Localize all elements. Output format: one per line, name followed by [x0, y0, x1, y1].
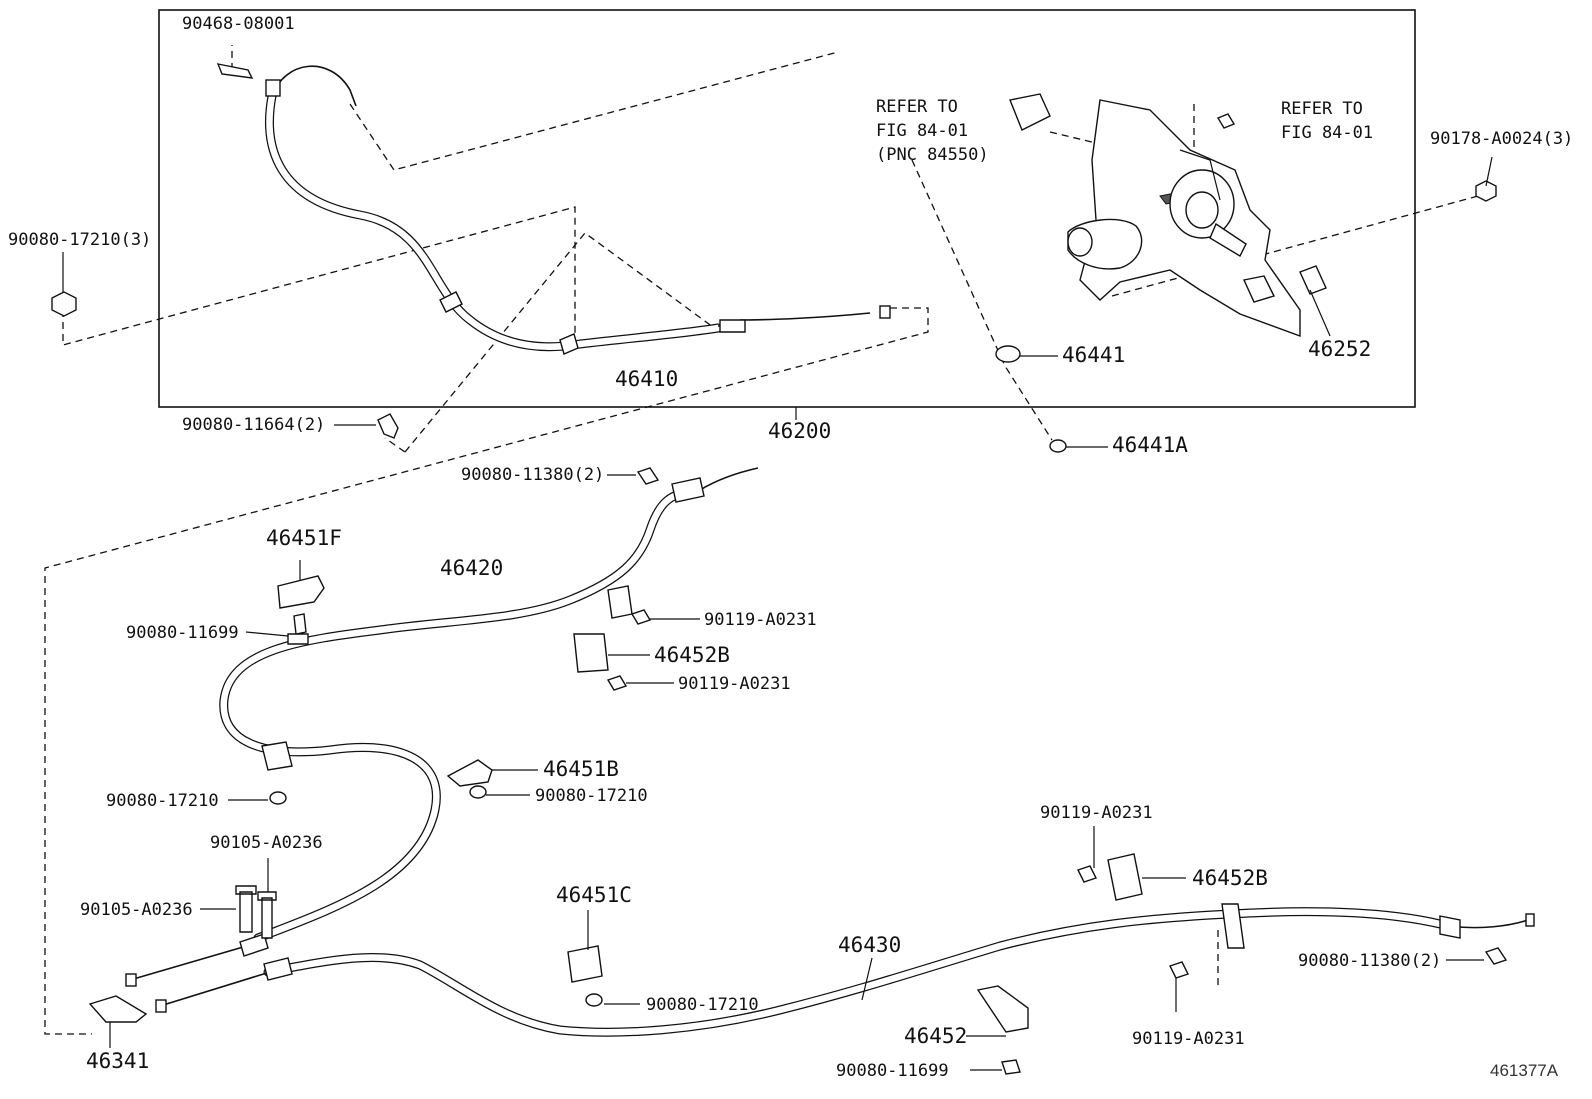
parking-brake-pedal-assembly: [1067, 99, 1327, 338]
bracket-upper-clip: [607, 585, 633, 619]
bolt-90105-a0236-b: [257, 891, 277, 939]
nut-90080-17210-a: [269, 791, 287, 805]
bolt-refer-fig: [1216, 113, 1236, 129]
assembly-frame-46200: [158, 9, 1416, 408]
bolt-90119-a0231-a: [630, 609, 652, 625]
label-90080-11699-top: 90080-11699: [126, 623, 239, 643]
label-46341: 46341: [86, 1049, 149, 1073]
label-refer-to-1: REFER TO: [876, 97, 958, 117]
label-46441a: 46441A: [1112, 433, 1188, 457]
label-90080-11664-2: 90080-11664(2): [182, 415, 325, 435]
cable-46410: [265, 65, 891, 355]
label-90119-a0231-b: 90119-A0231: [678, 674, 791, 694]
clip-90468-08001: [216, 63, 254, 79]
clamp-46452b-top: [573, 633, 609, 673]
label-46451f: 46451F: [266, 526, 342, 550]
label-fig-84-01-1: FIG 84-01: [876, 121, 968, 141]
cable-46430: [155, 907, 1535, 1037]
bolt-90080-11664: [377, 413, 399, 439]
label-90080-17210-c: 90080-17210: [646, 995, 759, 1015]
cable-46420: [125, 467, 759, 987]
label-90080-17210-a: 90080-17210: [106, 791, 219, 811]
bracket-cable-clip-right: [1221, 903, 1245, 949]
bolt-90080-11699-top: [287, 613, 309, 645]
label-90119-a0231-a: 90119-A0231: [704, 610, 817, 630]
bolt-90080-11699-bot: [1001, 1059, 1021, 1075]
label-46420: 46420: [440, 556, 503, 580]
label-refer-to-2: REFER TO: [1281, 99, 1363, 119]
bolt-90080-11380-bot: [1484, 947, 1508, 965]
label-90080-11699-bot: 90080-11699: [836, 1061, 949, 1081]
bracket-46451c: [567, 945, 603, 983]
label-90178-a0024-3: 90178-A0024(3): [1430, 129, 1573, 149]
label-46441: 46441: [1062, 343, 1125, 367]
label-90119-a0231-c: 90119-A0231: [1040, 803, 1153, 823]
label-46430: 46430: [838, 933, 901, 957]
label-46451b: 46451B: [543, 757, 619, 781]
label-46252: 46252: [1308, 337, 1371, 361]
bracket-46451b: [446, 759, 493, 787]
bolt-90119-a0231-d: [1169, 961, 1189, 979]
bracket-46452: [976, 985, 1029, 1033]
leader-lines: [62, 156, 1493, 1071]
clamp-46452b-right: [1107, 853, 1143, 901]
switch-84550: [1009, 93, 1051, 131]
label-46452: 46452: [904, 1024, 967, 1048]
nut-90080-17210-3: [51, 291, 77, 317]
reference-dashed-lines: [44, 45, 1479, 1035]
bracket-46341: [88, 995, 148, 1023]
label-46200: 46200: [768, 419, 831, 443]
label-90105-a0236-b: 90105-A0236: [80, 900, 193, 920]
label-46410: 46410: [615, 367, 678, 391]
label-90080-11380-2-top: 90080-11380(2): [461, 465, 604, 485]
label-fig-84-01-2: FIG 84-01: [1281, 123, 1373, 143]
diagram-id: 461377A: [1490, 1061, 1559, 1080]
nut-90178-a0024: [1475, 180, 1497, 202]
part-labels: 90468-08001 90080-17210(3) 46410 46200 9…: [8, 14, 1573, 1081]
label-90080-11380-2-bot: 90080-11380(2): [1298, 951, 1441, 971]
bolt-90119-a0231-b: [606, 675, 628, 691]
grommet-46441: [995, 345, 1021, 363]
bracket-46451f: [277, 575, 325, 609]
bolt-90080-11380-top: [636, 467, 660, 485]
label-90080-17210-b: 90080-17210: [535, 786, 648, 806]
label-pnc-84550: (PNC 84550): [876, 145, 989, 165]
bolt-90119-a0231-c: [1077, 865, 1097, 883]
hardware-lower: [88, 467, 1508, 1075]
label-90105-a0236-a: 90105-A0236: [210, 833, 323, 853]
label-46452b-right: 46452B: [1192, 866, 1268, 890]
bolt-90105-a0236-a: [235, 885, 257, 933]
hardware-upper: [51, 63, 1497, 453]
grommet-46441a: [1049, 439, 1067, 453]
label-90119-a0231-d: 90119-A0231: [1132, 1029, 1245, 1049]
nut-90080-17210-c: [585, 993, 603, 1007]
label-46451c: 46451C: [556, 883, 632, 907]
label-90080-17210-3: 90080-17210(3): [8, 230, 151, 250]
label-90468-08001: 90468-08001: [182, 14, 295, 34]
nut-90080-17210-b: [469, 785, 487, 799]
label-46452b-top: 46452B: [654, 643, 730, 667]
